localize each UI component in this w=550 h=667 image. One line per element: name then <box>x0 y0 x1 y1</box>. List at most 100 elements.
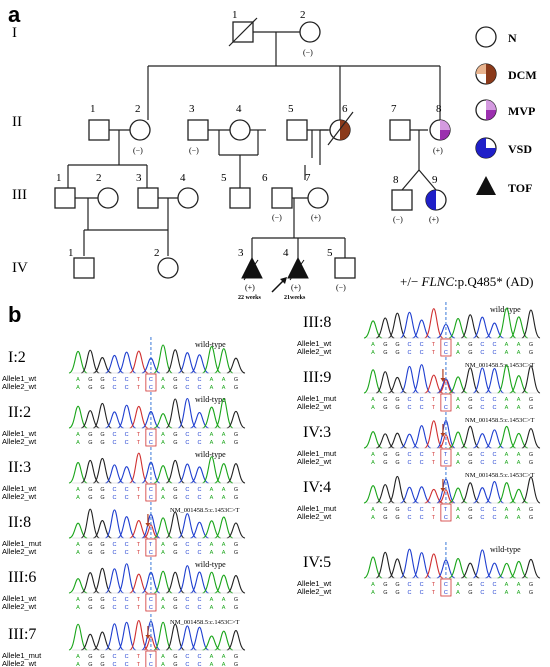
base-call: C <box>113 385 117 391</box>
base-call: G <box>529 460 533 466</box>
trace-peak <box>165 511 185 539</box>
trace-peak <box>202 520 221 539</box>
trace-peak <box>363 431 383 449</box>
base-call: G <box>173 432 177 438</box>
base-call: T <box>432 452 436 458</box>
base-call: A <box>371 590 375 596</box>
base-call: C <box>408 460 412 466</box>
trace-peak <box>80 459 100 484</box>
svg-text:(+): (+) <box>433 146 443 155</box>
base-call: C <box>480 350 484 356</box>
base-call: A <box>76 654 80 660</box>
base-call: C <box>420 342 424 348</box>
chromatogram-iv-3: IV:3NM_001458.5:c.1453C>TAllele1_mutAlle… <box>297 412 541 467</box>
trace-peak <box>400 365 419 394</box>
base-call: T <box>432 590 436 596</box>
base-call: C <box>444 582 448 588</box>
base-call: T <box>137 542 141 548</box>
base-call: C <box>408 582 412 588</box>
trace-peak <box>521 428 541 449</box>
base-call: A <box>505 515 509 521</box>
base-call: A <box>161 662 165 667</box>
base-call: T <box>432 405 436 411</box>
svg-text:4: 4 <box>283 247 289 259</box>
trace-peak <box>497 307 517 339</box>
base-call: A <box>371 397 375 403</box>
base-call: A <box>222 432 226 438</box>
pedigree-legend: N DCM MVP VSD <box>475 26 537 195</box>
base-call: C <box>198 385 202 391</box>
base-call: G <box>100 662 104 667</box>
individual-III6: 6 (−) <box>262 172 293 222</box>
allele2-label: Allele2_wt <box>2 437 37 446</box>
trace-peak <box>412 364 432 394</box>
base-call: C <box>420 405 424 411</box>
legend-item-dcm: DCM <box>475 63 537 85</box>
individual-IV2: 2 <box>154 247 179 279</box>
trace-peak <box>387 312 407 339</box>
base-call: C <box>125 542 129 548</box>
trace-peak <box>80 633 100 651</box>
allele1-label: Allele1_mut <box>297 504 337 513</box>
base-call: G <box>468 590 472 596</box>
base-call: C <box>444 405 448 411</box>
variant-annotation: wild-type <box>195 395 226 404</box>
trace-peak <box>68 623 88 651</box>
trace-peak <box>92 567 112 594</box>
base-call: T <box>137 605 141 611</box>
base-call: A <box>161 487 165 493</box>
variant-annotation: NM_001458.5:c.1453C>T <box>465 472 534 479</box>
base-call: G <box>234 487 238 493</box>
base-call: A <box>222 495 226 501</box>
svg-text:(+): (+) <box>429 215 439 224</box>
svg-text:TOF: TOF <box>508 181 532 195</box>
sample-id-label: IV:5 <box>303 554 331 571</box>
base-call: C <box>198 432 202 438</box>
base-call: C <box>125 385 129 391</box>
trace-peak <box>387 475 407 504</box>
trace-peak <box>448 376 468 394</box>
mutant-peak <box>438 378 454 394</box>
svg-text:5: 5 <box>288 103 294 115</box>
svg-text:4: 4 <box>236 103 242 115</box>
base-call: G <box>468 582 472 588</box>
svg-text:MVP: MVP <box>508 104 535 118</box>
base-call: G <box>468 507 472 513</box>
svg-text:4: 4 <box>180 172 186 184</box>
svg-text:2: 2 <box>300 9 306 21</box>
variant-annotation: wild-type <box>195 340 226 349</box>
individual-IV4-tof-proband: 4 (+) 21weeks <box>271 247 309 301</box>
svg-text:3: 3 <box>189 103 195 115</box>
base-call: C <box>198 487 202 493</box>
base-call: G <box>529 582 533 588</box>
base-call: T <box>444 397 448 403</box>
trace-peak <box>388 376 407 394</box>
base-call: A <box>517 342 521 348</box>
trace-peak <box>153 413 173 429</box>
base-call: G <box>234 377 238 383</box>
base-call: G <box>88 605 92 611</box>
base-call: C <box>420 515 424 521</box>
base-call: A <box>222 654 226 660</box>
trace-peak <box>202 456 222 484</box>
trace-peak <box>473 433 492 449</box>
trace-peak <box>412 425 431 449</box>
base-call: G <box>100 385 104 391</box>
variant-note: +/− FLNC:p.Q485* (AD) <box>400 274 533 289</box>
base-call: A <box>505 350 509 356</box>
trace-peak <box>105 623 124 651</box>
individual-III3: 3 <box>136 172 159 209</box>
base-call: A <box>517 515 521 521</box>
trace-peak <box>105 354 124 374</box>
base-call: G <box>468 405 472 411</box>
base-call: A <box>161 432 165 438</box>
base-call: G <box>383 515 387 521</box>
trace-peak <box>165 398 185 429</box>
trace-peak <box>485 562 504 579</box>
svg-text:2: 2 <box>154 247 160 259</box>
trace-peak <box>117 563 137 594</box>
trace-peak <box>497 482 516 504</box>
base-call: C <box>198 662 202 667</box>
trace-peak <box>153 344 173 374</box>
variant-annotation: NM_001458.5:c.1453C>T <box>170 507 239 514</box>
